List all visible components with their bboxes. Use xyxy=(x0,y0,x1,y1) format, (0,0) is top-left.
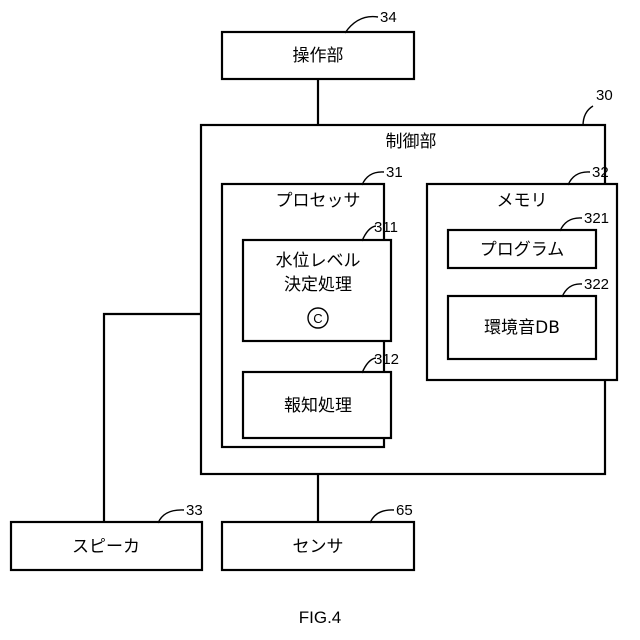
memory-label: メモリ xyxy=(497,191,548,211)
operation-unit-label: 操作部 xyxy=(293,46,344,66)
program-label: プログラム xyxy=(480,240,565,260)
sensor-label: センサ xyxy=(293,537,344,557)
figure-caption: FIG.4 xyxy=(299,608,342,627)
speaker-label: スピーカ xyxy=(72,537,140,557)
control-unit-ref: 30 xyxy=(596,87,613,104)
water-level-process-ref: 311 xyxy=(374,219,398,236)
notification-process-label: 報知処理 xyxy=(284,396,352,416)
notification-process-ref: 312 xyxy=(374,351,399,368)
control-unit-label: 制御部 xyxy=(386,132,437,152)
processor-ref: 31 xyxy=(386,164,403,181)
speaker-ref: 33 xyxy=(186,502,203,519)
memory-ref: 32 xyxy=(592,164,609,181)
marker-c-label: C xyxy=(313,311,322,326)
operation-unit-ref: 34 xyxy=(380,9,397,26)
sensor-ref: 65 xyxy=(396,502,413,519)
control-unit-leader xyxy=(583,106,593,126)
water-level-process-label-line1: 水位レベル xyxy=(276,251,361,271)
operation-unit-leader xyxy=(345,17,378,33)
env-sound-db-ref: 322 xyxy=(584,276,609,293)
water-level-process-label-line2: 決定処理 xyxy=(284,275,352,295)
env-sound-db-label: 環境音DB xyxy=(484,318,560,338)
program-ref: 321 xyxy=(584,210,609,227)
processor-label: プロセッサ xyxy=(276,191,361,211)
